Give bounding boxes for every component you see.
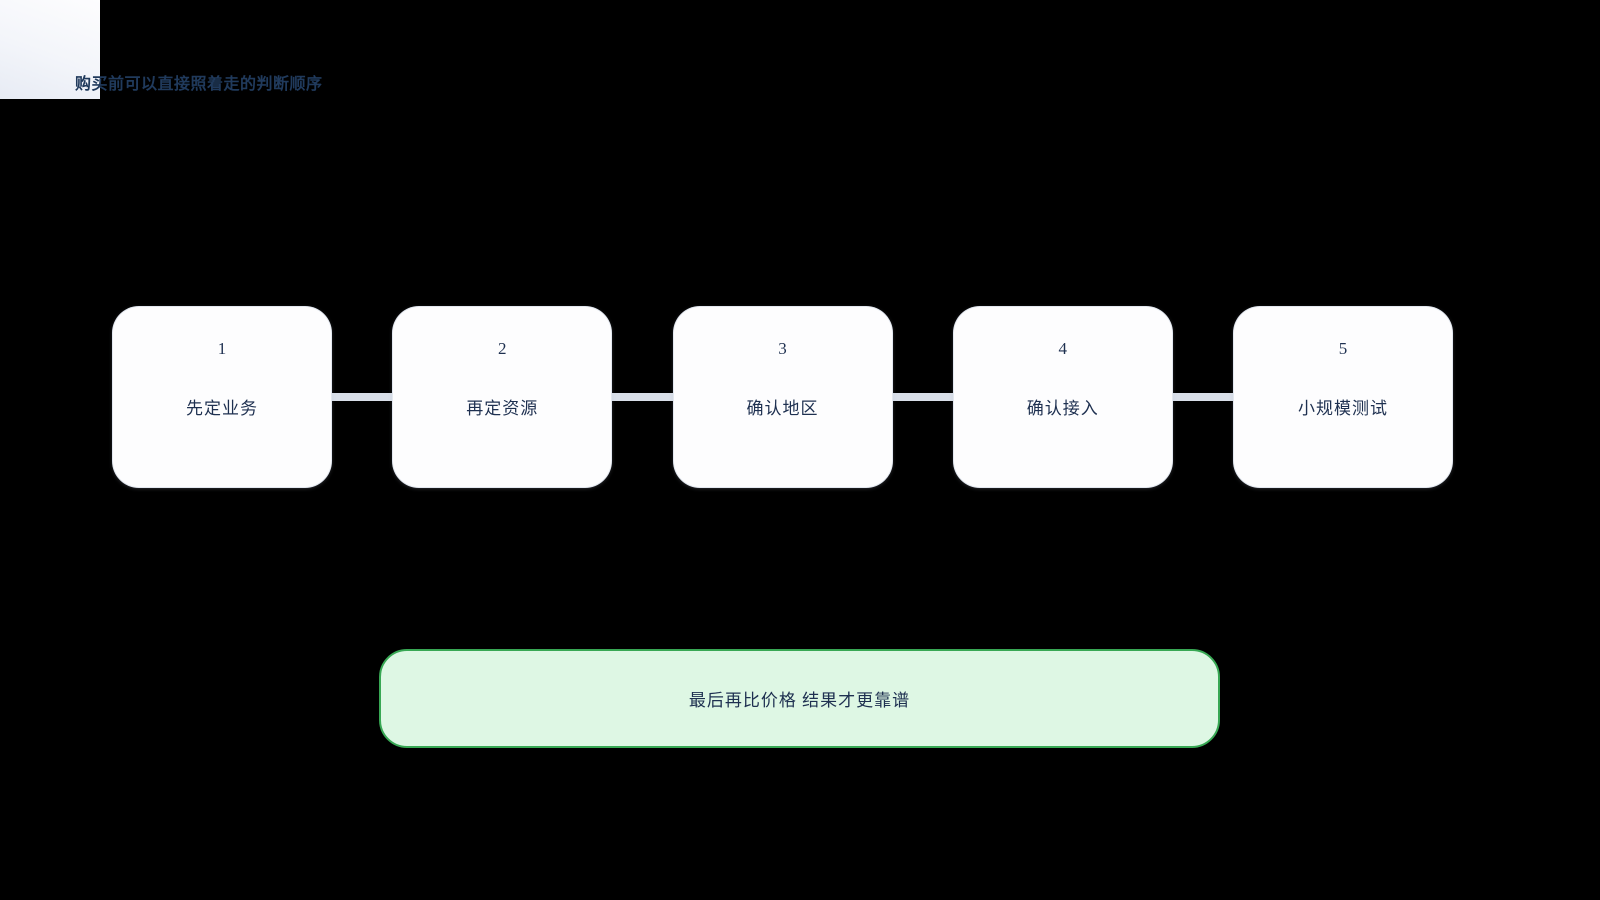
connector-line [1171, 393, 1234, 401]
step-number: 4 [1058, 339, 1068, 358]
step-box-2: 2 再定资源 [393, 307, 612, 487]
step-label: 先定业务 [186, 399, 258, 418]
step-label: 再定资源 [466, 399, 539, 418]
step-number: 2 [498, 339, 507, 358]
step-number: 3 [778, 339, 787, 358]
step-box-1: 1 先定业务 [113, 307, 331, 487]
result-label: 最后再比价格 结果才更靠谱 [688, 691, 911, 710]
corner-gradient-square [0, 0, 100, 99]
step-label: 小规模测试 [1298, 399, 1388, 418]
result-banner: 最后再比价格 结果才更靠谱 [379, 649, 1220, 748]
step-box-5: 5 小规模测试 [1234, 307, 1452, 487]
page-title: 购买前可以直接照着走的判断顺序 [75, 76, 323, 93]
step-box-4: 4 确认接入 [953, 307, 1172, 487]
connector-line [611, 393, 674, 401]
connector-line [891, 393, 954, 401]
step-box-3: 3 确认地区 [673, 307, 892, 487]
step-number: 1 [217, 339, 227, 358]
step-label: 确认接入 [1026, 399, 1099, 418]
flow-row: 1 先定业务 2 再定资源 3 确认地区 4 确认接入 5 小规模测试 [113, 307, 1452, 487]
step-number: 5 [1338, 339, 1348, 358]
step-label: 确认地区 [746, 399, 819, 418]
connector-line [331, 393, 394, 401]
